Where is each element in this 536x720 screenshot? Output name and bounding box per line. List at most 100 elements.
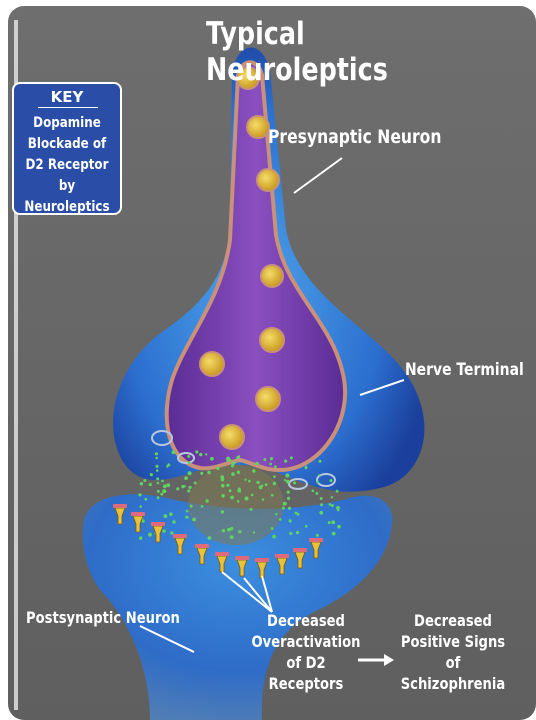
neurotransmitter-dot — [187, 489, 190, 492]
neurotransmitter-dot — [161, 480, 164, 483]
neurotransmitter-dot — [296, 531, 299, 534]
neurotransmitter-dot — [315, 492, 318, 495]
neurotransmitter-dot — [144, 498, 147, 501]
neurotransmitter-dot — [170, 531, 173, 534]
key-description: Dopamine Blockade of D2 Receptor by Neur… — [24, 113, 111, 218]
neurotransmitter-dot — [265, 483, 268, 486]
neurotransmitter-dot — [138, 493, 141, 496]
neurotransmitter-dot — [157, 482, 160, 485]
neurotransmitter-dot — [282, 507, 285, 510]
neurotransmitter-dot — [149, 483, 152, 486]
neurotransmitter-dot — [290, 456, 293, 459]
neurotransmitter-dot — [164, 514, 168, 518]
neurotransmitter-dot — [285, 474, 289, 478]
label-line: Schizophrenia — [400, 673, 507, 694]
neurotransmitter-dot — [316, 534, 319, 537]
neurotransmitter-dot — [155, 457, 158, 460]
neurotransmitter-dot — [319, 511, 323, 515]
neurotransmitter-dot — [205, 453, 207, 455]
neurotransmitter-dot — [229, 489, 232, 492]
neurotransmitter-dot — [287, 491, 290, 494]
key-heading: KEY — [14, 88, 120, 106]
neurotransmitter-dot — [195, 450, 198, 453]
neurotransmitter-dot — [318, 474, 320, 476]
neurotransmitter-dot — [261, 485, 264, 488]
neurotransmitter-dot — [231, 464, 234, 467]
label-line: of D2 — [249, 652, 364, 673]
neurotransmitter-dot — [188, 471, 192, 475]
neurotransmitter-dot — [186, 510, 189, 513]
neurotransmitter-dot — [337, 525, 341, 529]
neurotransmitter-dot — [237, 500, 240, 503]
neurotransmitter-dot — [316, 481, 319, 484]
neurotransmitter-dot — [320, 503, 323, 506]
neurotransmitter-dot — [284, 460, 287, 463]
neurotransmitter-dot — [288, 507, 291, 510]
key-box: KEY Dopamine Blockade of D2 Receptor by … — [12, 82, 122, 215]
neurotransmitter-dot — [252, 469, 255, 472]
neurotransmitter-dot — [312, 490, 315, 493]
neurotransmitter-dot — [163, 484, 167, 488]
neurotransmitter-dot — [226, 484, 229, 487]
neurotransmitter-dot — [337, 509, 340, 512]
vesicle — [200, 352, 224, 376]
neurotransmitter-dot — [295, 512, 298, 515]
vesicle — [261, 265, 283, 287]
page-title: Typical Neuroleptics — [206, 16, 489, 88]
neurotransmitter-dot — [207, 471, 211, 475]
neurotransmitter-dot — [189, 486, 192, 489]
neurotransmitter-dot — [155, 465, 158, 468]
neurotransmitter-dot — [289, 532, 292, 535]
neurotransmitter-dot — [275, 513, 277, 515]
neurotransmitter-dot — [156, 477, 159, 480]
neurotransmitter-dot — [166, 483, 170, 487]
neurotransmitter-dot — [139, 505, 142, 508]
neurotransmitter-dot — [148, 533, 152, 537]
neurotransmitter-dot — [194, 482, 197, 485]
neurotransmitter-dot — [231, 527, 234, 530]
neurotransmitter-dot — [250, 508, 253, 511]
neurotransmitter-dot — [293, 481, 296, 484]
neurotransmitter-dot — [271, 494, 274, 497]
neurotransmitter-dot — [140, 482, 143, 485]
neurotransmitter-dot — [183, 485, 185, 487]
key-divider — [38, 107, 98, 108]
neurotransmitter-dot — [245, 497, 249, 501]
decreased-overactivation-label: Decreased Overactivation of D2 Receptors — [249, 610, 364, 694]
neurotransmitter-dot — [150, 473, 153, 476]
neurotransmitter-dot — [222, 529, 225, 532]
neurotransmitter-dot — [169, 512, 173, 516]
nerve-terminal-label: Nerve Terminal — [405, 360, 536, 380]
vesicle — [220, 425, 244, 449]
label-line: Receptors — [249, 673, 364, 694]
neurotransmitter-dot — [332, 532, 336, 536]
neurotransmitter-dot — [143, 479, 146, 482]
neurotransmitter-dot — [227, 528, 231, 532]
neurotransmitter-dot — [274, 465, 277, 468]
neurotransmitter-dot — [319, 460, 322, 463]
neurotransmitter-dot — [184, 477, 187, 480]
neurotransmitter-dot — [208, 536, 212, 540]
neurotransmitter-dot — [157, 490, 160, 493]
neurotransmitter-dot — [336, 490, 339, 493]
neurotransmitter-dot — [192, 518, 196, 522]
neurotransmitter-dot — [289, 519, 292, 522]
neurotransmitter-dot — [190, 505, 193, 508]
neurotransmitter-dot — [188, 461, 191, 464]
neurotransmitter-dot — [269, 463, 272, 466]
neurotransmitter-dot — [255, 462, 259, 466]
neurotransmitter-dot — [262, 498, 264, 500]
decreased-positive-signs-label: Decreased Positive Signs of Schizophreni… — [400, 610, 507, 694]
neurotransmitter-dot — [176, 487, 179, 490]
neurotransmitter-dot — [162, 489, 166, 493]
label-line: Positive Signs — [400, 631, 507, 652]
neurotransmitter-dot — [216, 467, 219, 470]
neurotransmitter-dot — [221, 484, 225, 488]
neurotransmitter-dot — [187, 455, 190, 458]
neurotransmitter-dot — [328, 521, 331, 524]
neurotransmitter-dot — [251, 494, 254, 497]
neurotransmitter-dot — [167, 463, 170, 466]
neurotransmitter-dot — [237, 471, 240, 474]
neurotransmitter-dot — [142, 520, 145, 523]
neurotransmitter-dot — [286, 480, 290, 484]
